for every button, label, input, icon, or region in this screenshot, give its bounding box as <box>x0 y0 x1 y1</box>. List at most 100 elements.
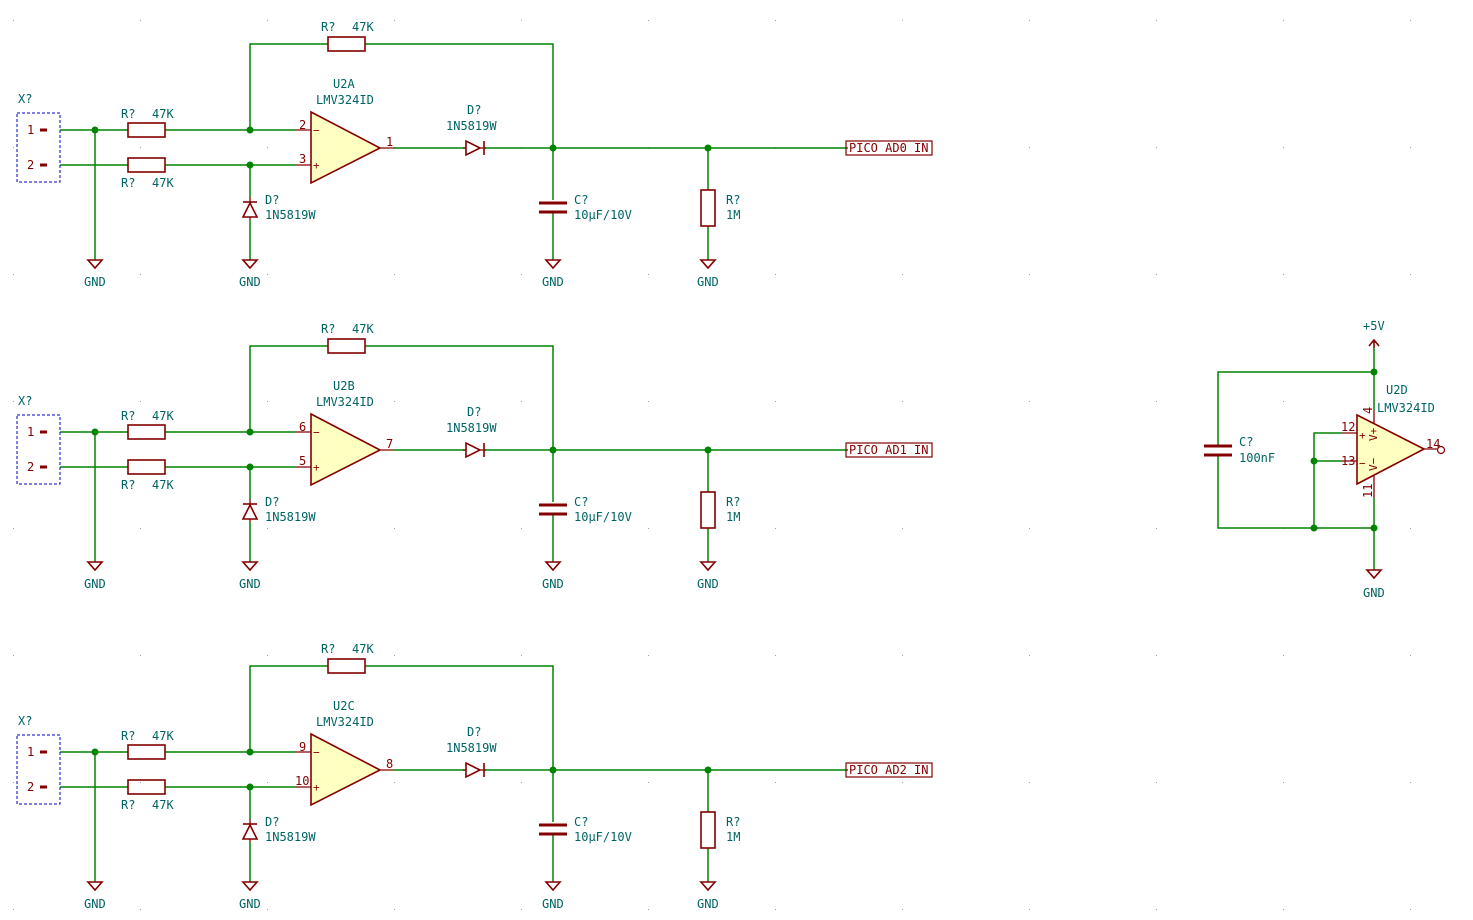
input-res-bottom-ref: R? <box>121 798 135 812</box>
input-res-bottom-value: 47K <box>152 478 174 492</box>
channel-1: X? 1 2 R? 47K R? 47K R? 47K U2B LMV324ID… <box>15 322 934 591</box>
load-res-value: 1M <box>726 510 740 524</box>
grid-dot <box>1283 401 1284 402</box>
feedback-res-ref: R? <box>321 20 335 34</box>
grid-dot <box>394 909 395 910</box>
grid-dot <box>902 655 903 656</box>
global-label: PICO_AD1_IN <box>849 443 928 457</box>
cap-value: 10µF/10V <box>574 830 632 844</box>
grid-dot <box>1029 147 1030 148</box>
gnd-label: GND <box>239 897 261 911</box>
power-label: +5V <box>1363 319 1385 333</box>
out-diode-ref: D? <box>467 103 481 117</box>
opamp-pin-noninv: 3 <box>299 152 306 166</box>
input-res-top-ref: R? <box>121 729 135 743</box>
grid-dot <box>1156 782 1157 783</box>
opamp-minus-sign: − <box>1359 457 1366 470</box>
cap-ref: C? <box>574 193 588 207</box>
grid-dot <box>140 782 141 783</box>
grid-dot <box>394 274 395 275</box>
global-label: PICO_AD2_IN <box>849 763 928 777</box>
power-arrow-icon <box>1368 338 1380 348</box>
load-res-ref: R? <box>726 815 740 829</box>
clamp-diode-value: 1N5819W <box>265 830 316 844</box>
grid-dot <box>1283 20 1284 21</box>
clamp-diode-value: 1N5819W <box>265 510 316 524</box>
grid-dot <box>1156 274 1157 275</box>
grid-dot <box>140 401 141 402</box>
grid-dot <box>394 401 395 402</box>
input-res-top-value: 47K <box>152 107 174 121</box>
cap-ref: C? <box>1239 435 1253 449</box>
grid-dot <box>267 528 268 529</box>
gnd-label: GND <box>542 897 564 911</box>
opamp-minus-sign: − <box>313 746 320 759</box>
opamp-pin-inv: 13 <box>1341 454 1355 468</box>
grid-dot <box>648 401 649 402</box>
grid-dot <box>521 274 522 275</box>
grid-dot <box>13 909 14 910</box>
grid-dot <box>775 401 776 402</box>
gnd-label: GND <box>84 275 106 289</box>
input-res-bottom-ref: R? <box>121 478 135 492</box>
connector-pin-2: 2 <box>27 158 34 172</box>
clamp-diode-ref: D? <box>265 495 279 509</box>
opamp-pin-out: 14 <box>1426 437 1440 451</box>
grid-dot <box>13 147 14 148</box>
grid-dot <box>1283 782 1284 783</box>
opamp-value: LMV324ID <box>316 395 374 409</box>
opamp-plus-sign: + <box>1359 429 1366 442</box>
feedback-res-ref: R? <box>321 322 335 336</box>
opamp-minus-sign: − <box>313 124 320 137</box>
connector-ref: X? <box>18 92 32 106</box>
gnd-label: GND <box>697 577 719 591</box>
grid-dot <box>902 909 903 910</box>
opamp-pin-vminus: 11 <box>1361 484 1375 498</box>
grid-dot <box>1029 528 1030 529</box>
grid-dot <box>1410 401 1411 402</box>
grid-dot <box>13 528 14 529</box>
grid-dot <box>1410 655 1411 656</box>
grid-dot <box>648 782 649 783</box>
connector-pin-2: 2 <box>27 460 34 474</box>
grid-dot <box>521 528 522 529</box>
grid-dot <box>1156 147 1157 148</box>
global-label: PICO_AD0_IN <box>849 141 928 155</box>
grid-dot <box>902 401 903 402</box>
grid-dot <box>521 655 522 656</box>
connector-pin-1: 1 <box>27 745 34 759</box>
channel-1-circuit <box>15 337 934 572</box>
grid-dot <box>1156 655 1157 656</box>
grid-dot <box>775 274 776 275</box>
opamp-pin-noninv: 5 <box>299 454 306 468</box>
grid-dot <box>394 655 395 656</box>
opamp-plus-sign: + <box>313 159 320 172</box>
out-diode-ref: D? <box>467 725 481 739</box>
opamp-plus-sign: + <box>313 781 320 794</box>
grid-dot <box>140 274 141 275</box>
grid-dot <box>648 274 649 275</box>
out-diode-value: 1N5819W <box>446 119 497 133</box>
opamp-unit-d: +5V U2D LMV324ID 12 13 14 4 11 + − V+ V−… <box>1204 319 1446 600</box>
grid-dot <box>267 782 268 783</box>
opamp-d-symbol <box>1356 413 1426 486</box>
input-res-top-ref: R? <box>121 409 135 423</box>
opamp-value: LMV324ID <box>316 715 374 729</box>
feedback-res-value: 47K <box>352 322 374 336</box>
grid-dot <box>902 20 903 21</box>
grid-dot <box>1029 909 1030 910</box>
grid-dot <box>648 909 649 910</box>
gnd-label: GND <box>239 275 261 289</box>
grid-dot <box>1410 147 1411 148</box>
grid-dot <box>1410 909 1411 910</box>
grid-dot <box>1029 20 1030 21</box>
input-res-bottom-ref: R? <box>121 176 135 190</box>
opamp-value: LMV324ID <box>316 93 374 107</box>
gnd-label: GND <box>697 275 719 289</box>
grid-dot <box>394 782 395 783</box>
input-res-top-ref: R? <box>121 107 135 121</box>
grid-dot <box>394 20 395 21</box>
grid-dot <box>1283 147 1284 148</box>
channel-0-circuit <box>15 35 934 270</box>
opamp-pin-inv: 9 <box>299 740 306 754</box>
